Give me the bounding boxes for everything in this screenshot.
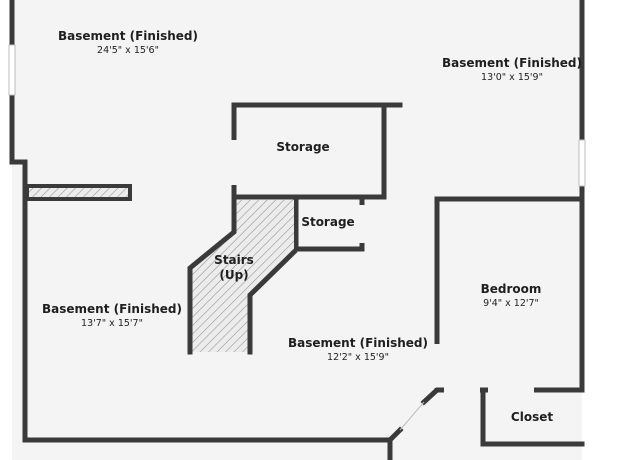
wall-storage-upper-right — [231, 102, 387, 200]
storage-door-gap — [230, 140, 238, 185]
bedroom-door-gap — [433, 344, 441, 388]
window-right — [578, 139, 586, 187]
room-dims-basement-top-right: 13'0" x 15'9" — [481, 72, 543, 83]
room-label-storage-upper: Storage — [276, 140, 329, 154]
room-dims-basement-top-left: 24'5" x 15'6" — [97, 45, 159, 56]
room-label-basement-bottom-left: Basement (Finished) — [42, 302, 182, 316]
wall-closet — [480, 387, 585, 447]
door-opening-angled — [399, 401, 425, 431]
room-dims-basement-bottom-left: 13'7" x 15'7" — [81, 318, 143, 329]
bedroom-bottom-door-gap — [444, 386, 480, 394]
room-dims-basement-bottom-center: 12'2" x 15'9" — [327, 352, 389, 363]
room-label-basement-bottom-center: Basement (Finished) — [288, 336, 428, 350]
room-label-storage-lower: Storage — [301, 215, 354, 229]
storage-lower-door-gap — [358, 205, 366, 243]
room-label-stairs: Stairs — [214, 253, 254, 267]
closet-door-gap — [488, 386, 534, 394]
wall-angled-entry — [386, 426, 404, 444]
wall-stairs-right — [247, 248, 298, 355]
room-label-basement-top-right: Basement (Finished) — [442, 56, 582, 70]
room-label-closet: Closet — [511, 410, 553, 424]
ledge-hatched — [25, 184, 132, 201]
room-dims-bedroom: 9'4" x 12'7" — [483, 298, 539, 309]
wall-bedroom — [434, 196, 585, 393]
window-left — [8, 44, 16, 96]
room-dims-stairs: (Up) — [219, 268, 248, 282]
room-label-bedroom: Bedroom — [481, 282, 542, 296]
room-label-basement-top-left: Basement (Finished) — [58, 29, 198, 43]
wall-stairs-left — [187, 197, 237, 355]
stairs-hatched — [190, 200, 294, 352]
